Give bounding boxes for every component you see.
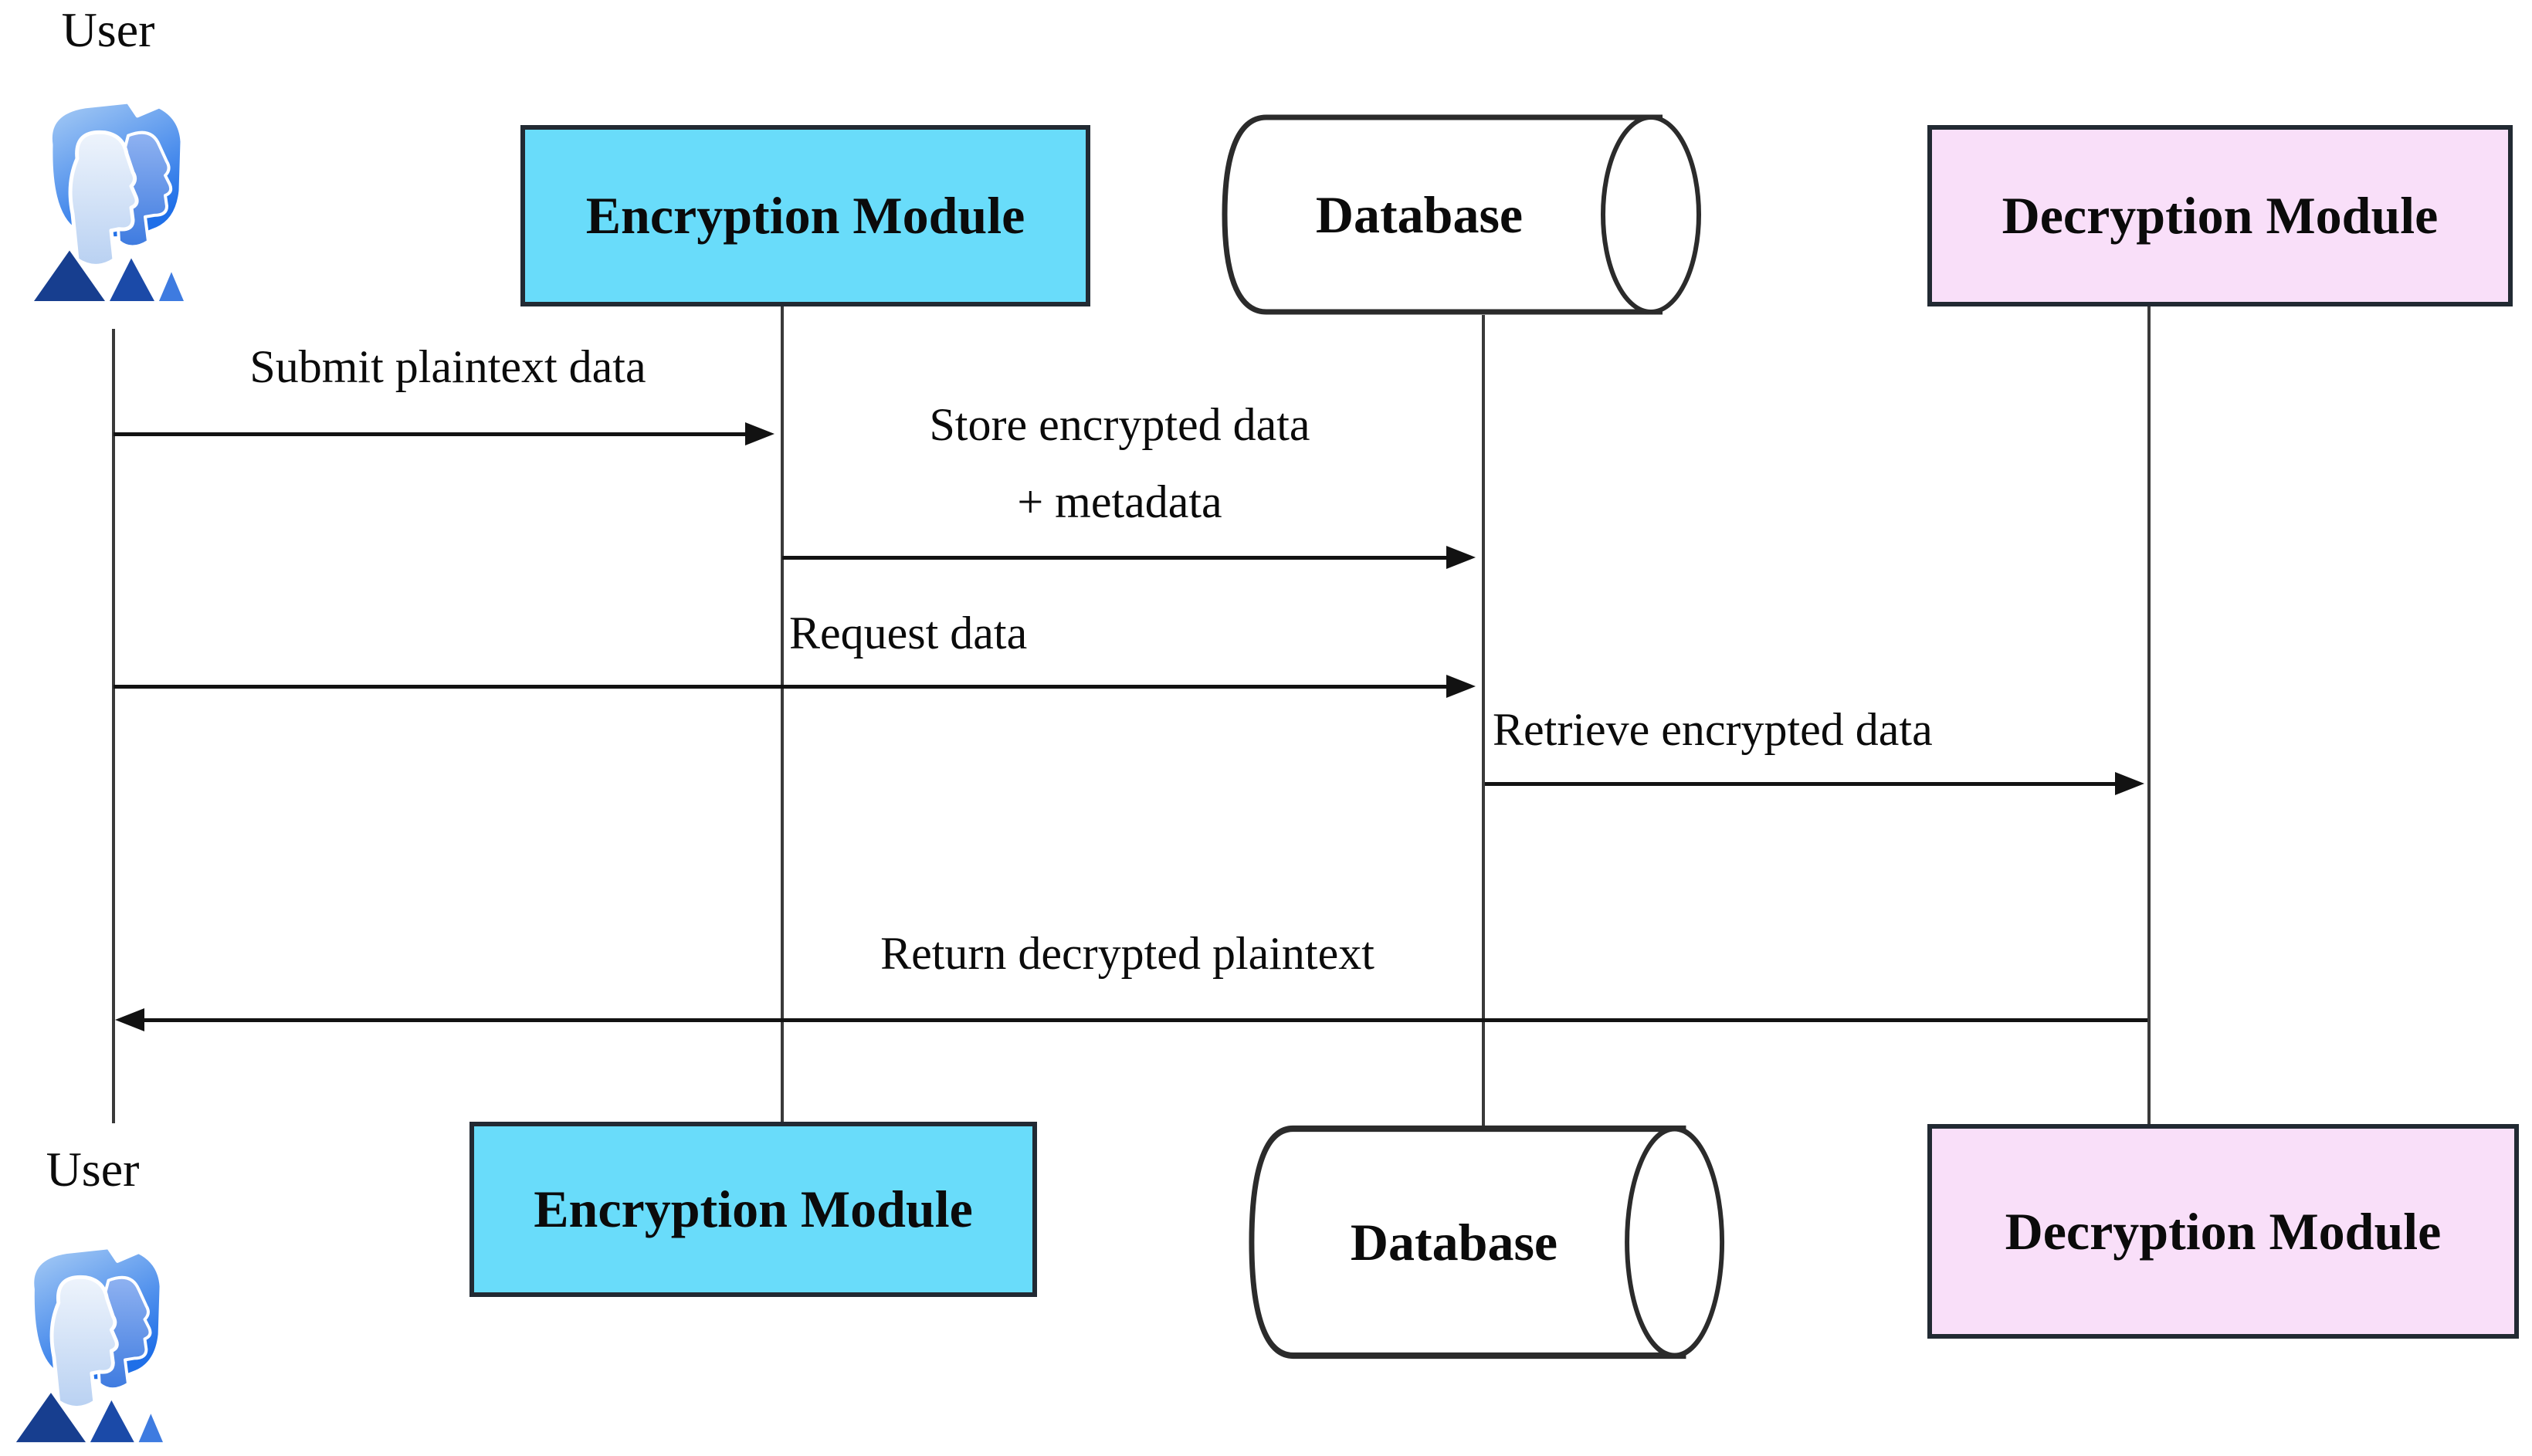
arrowhead-right-icon [745,422,775,445]
encryption-module-box-top: Encryption Module [520,125,1090,306]
decryption-module-label: Decryption Module [2002,186,2439,245]
message-arrow-retrieve-encrypted [1485,772,2144,795]
arrowhead-right-icon [1446,675,1476,698]
encryption-lifeline [781,306,784,1123]
database-cylinder-bottom: Database [1246,1123,1730,1361]
database-cylinder-top: Database [1219,113,1707,317]
message-label-request-data: Request data [789,608,1028,659]
user-icon [29,99,184,306]
message-arrow-request-data [114,675,1476,698]
message-label-line: + metadata [1017,476,1222,527]
database-label: Database [1350,1212,1558,1271]
encryption-module-box-bottom: Encryption Module [469,1122,1037,1297]
user-label-bottom: User [46,1142,140,1197]
message-label-submit-plaintext: Submit plaintext data [249,341,646,392]
database-label: Database [1315,185,1524,244]
arrowhead-right-icon [2115,772,2144,795]
decryption-module-label: Decryption Module [2005,1201,2442,1261]
arrowhead-left-icon [115,1008,144,1031]
message-arrow-submit-plaintext [114,422,775,445]
decryption-module-box-bottom: Decryption Module [1927,1124,2519,1339]
message-label-store-encrypted: Store encrypted data + metadata [815,386,1425,540]
decryption-lifeline [2147,306,2151,1126]
message-arrow-return-plaintext [115,1008,2147,1031]
message-label-return-plaintext: Return decrypted plaintext [880,928,1374,979]
message-arrow-store-encrypted [782,546,1476,569]
message-label-retrieve-encrypted: Retrieve encrypted data [1493,704,1933,755]
message-label-line: Store encrypted data [929,399,1310,450]
user-label-top: User [61,2,155,57]
arrowhead-right-icon [1446,546,1476,569]
encryption-module-label: Encryption Module [585,186,1025,245]
decryption-module-box-top: Decryption Module [1927,125,2513,306]
user-lifeline [112,329,115,1123]
user-icon [12,1244,163,1447]
encryption-module-label: Encryption Module [534,1180,973,1238]
database-lifeline [1482,315,1485,1126]
